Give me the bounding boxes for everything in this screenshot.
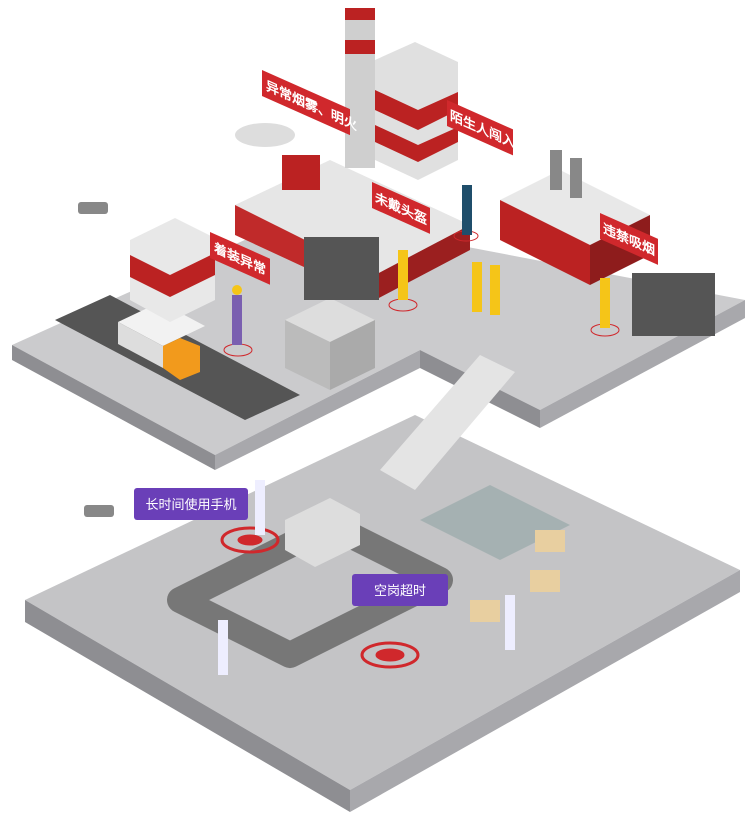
furnace xyxy=(282,155,320,190)
svg-text:长时间使用手机: 长时间使用手机 xyxy=(145,497,236,513)
workers xyxy=(218,185,610,675)
gatehouse xyxy=(285,298,375,390)
stairs xyxy=(380,355,515,490)
packing-machine xyxy=(420,485,570,560)
chimney xyxy=(345,8,375,168)
camera-icon xyxy=(78,202,108,214)
label-phone-long: 长时间使用手机 xyxy=(134,488,248,520)
scanner xyxy=(285,498,360,567)
svg-text:空岗超时: 空岗超时 xyxy=(374,584,426,599)
label-post-absent: 空岗超时 xyxy=(352,574,448,606)
left-building xyxy=(130,218,215,322)
camera-icon xyxy=(84,505,114,517)
alert-rings xyxy=(220,230,620,669)
smoke xyxy=(235,123,295,147)
main-building xyxy=(235,8,470,300)
truck xyxy=(118,302,205,380)
box xyxy=(470,600,500,622)
face-detect-panel xyxy=(304,237,379,300)
smoking-detect-panel xyxy=(632,273,715,336)
